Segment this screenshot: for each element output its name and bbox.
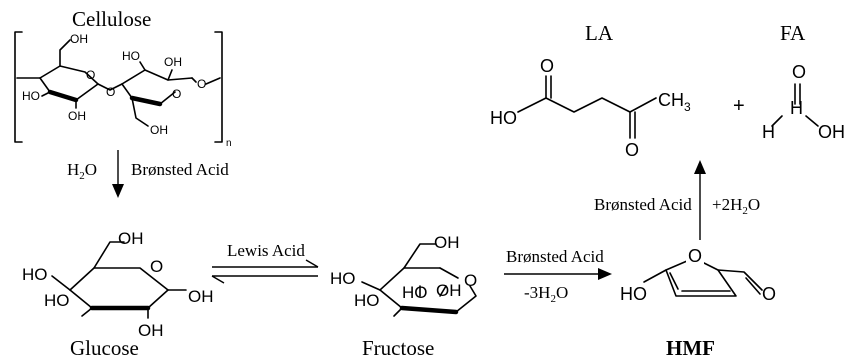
svg-text:OH: OH (68, 109, 86, 123)
fructose-ring-right (455, 285, 477, 313)
svg-text:OH: OH (150, 123, 168, 137)
svg-text:HO: HO (44, 291, 70, 310)
glucose-ring-back (69, 267, 169, 291)
svg-text:HO: HO (354, 291, 380, 310)
svg-text:O: O (172, 87, 181, 101)
svg-text:OH: OH (164, 55, 182, 69)
svg-text:OH: OH (434, 233, 460, 252)
dehydration-catalyst: Brønsted Acid (506, 247, 604, 266)
hmf-label: HMF (666, 336, 715, 358)
svg-text:O: O (792, 62, 806, 82)
cellulose-structure: Cellulose n OH O HO OH O O HO OH OH (14, 7, 232, 149)
fructose-ch2oh (403, 243, 437, 269)
glucose-label: Glucose (70, 336, 139, 358)
svg-text:H2O: H2O (67, 160, 97, 182)
svg-text:HO: HO (402, 283, 428, 302)
ring2-top (121, 69, 193, 85)
glucose-ring-left (69, 289, 93, 309)
ring1-left (39, 77, 51, 93)
glucose-structure: O OH HO HO OH OH Glucose (22, 229, 214, 358)
la-chain (517, 97, 657, 113)
svg-text:HO: HO (620, 284, 647, 304)
fa-label: FA (780, 21, 806, 45)
svg-text:OH: OH (436, 281, 462, 300)
hydrolysis-catalyst: Brønsted Acid (131, 160, 229, 179)
glucose-ch2oh (93, 241, 125, 269)
cellulose-right-bracket (214, 31, 223, 143)
svg-text:O: O (762, 284, 776, 304)
isomerization-catalyst: Lewis Acid (227, 241, 305, 260)
svg-text:HO: HO (22, 265, 48, 284)
furan-ring (665, 257, 737, 297)
ring1-ch2oh (59, 39, 71, 67)
glycosidic-bond (97, 83, 123, 91)
isomerization-arrow: Lewis Acid (211, 241, 319, 284)
cellulose-chain-right (205, 77, 221, 85)
svg-text:O: O (688, 246, 702, 266)
fructose-ring-left (379, 289, 403, 309)
svg-text:+2H2O: +2H2O (712, 195, 760, 217)
la-label: LA (585, 21, 614, 45)
svg-text:O: O (625, 140, 639, 160)
svg-text:OH: OH (138, 321, 164, 340)
fructose-structure: O OH HO HO HO OH Fructose (330, 233, 477, 358)
rehydration-catalyst: Brønsted Acid (594, 195, 692, 214)
ring2-ch2oh (131, 97, 149, 127)
svg-text:HO: HO (330, 269, 356, 288)
ring1-front (47, 89, 79, 103)
svg-text:O: O (464, 271, 477, 290)
hmf-structure: O HO O HMF (620, 246, 776, 358)
svg-text:OH: OH (118, 229, 144, 248)
svg-text:O: O (540, 56, 554, 76)
svg-text:OH: OH (70, 32, 88, 46)
cellulose-label: Cellulose (72, 7, 151, 31)
fructose-ring-front (399, 305, 459, 315)
ring1-top (39, 65, 99, 85)
svg-text:HO: HO (22, 89, 40, 103)
svg-text:H: H (790, 98, 803, 118)
svg-text:CH3: CH3 (658, 90, 691, 114)
svg-text:-3H2O: -3H2O (524, 283, 568, 305)
plus-sign: + (733, 95, 745, 117)
dehydration-arrow: Brønsted Acid -3H2O (504, 247, 612, 305)
cellulose-left-bracket (14, 31, 23, 143)
svg-text:H: H (762, 122, 775, 142)
levulinic-acid-structure: LA HO O O CH3 (490, 21, 691, 160)
svg-text:OH: OH (818, 122, 845, 142)
svg-text:HO: HO (122, 49, 140, 63)
ring2-right (159, 91, 176, 105)
hydrolysis-arrow: H2O Brønsted Acid (67, 150, 229, 198)
cellulose-repeat-n: n (226, 138, 232, 149)
fructose-label: Fructose (362, 336, 434, 358)
formic-acid-structure: FA O H H OH (762, 21, 845, 142)
svg-text:OH: OH (188, 287, 214, 306)
svg-text:O: O (86, 68, 95, 82)
glucose-ring-right (147, 289, 169, 309)
ring2-front (129, 95, 163, 107)
svg-text:O: O (197, 77, 206, 91)
ring2-left (121, 83, 133, 99)
svg-text:O: O (106, 85, 115, 99)
rehydration-arrow: Brønsted Acid +2H2O (594, 160, 760, 240)
svg-text:O: O (150, 257, 163, 276)
svg-text:HO: HO (490, 108, 517, 128)
ring1-right (75, 83, 99, 101)
